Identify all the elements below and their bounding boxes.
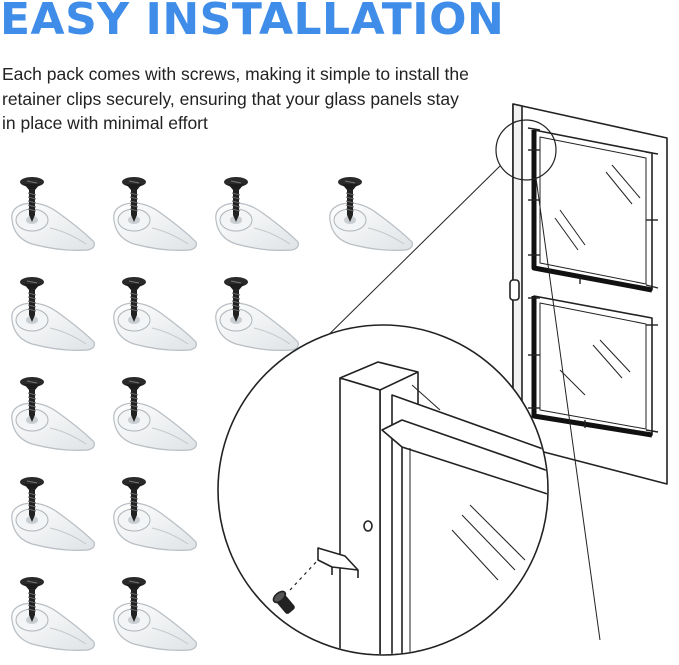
retainer-clip-with-screw — [206, 168, 302, 258]
retainer-clip-with-screw — [2, 568, 98, 658]
headline: EASY INSTALLATION — [0, 0, 505, 45]
retainer-clip-with-screw — [2, 368, 98, 458]
retainer-clip-with-screw — [104, 268, 200, 358]
retainer-clip-with-screw — [104, 168, 200, 258]
retainer-clip-with-screw — [2, 168, 98, 258]
retainer-clip-with-screw — [104, 468, 200, 558]
retainer-clip-with-screw — [2, 268, 98, 358]
description: Each pack comes with screws, making it s… — [2, 64, 469, 133]
retainer-clip-with-screw — [104, 368, 200, 458]
retainer-clip-with-screw — [320, 168, 416, 258]
retainer-clip-with-screw — [2, 468, 98, 558]
retainer-clip-with-screw — [206, 268, 302, 358]
retainer-clip-with-screw — [104, 568, 200, 658]
